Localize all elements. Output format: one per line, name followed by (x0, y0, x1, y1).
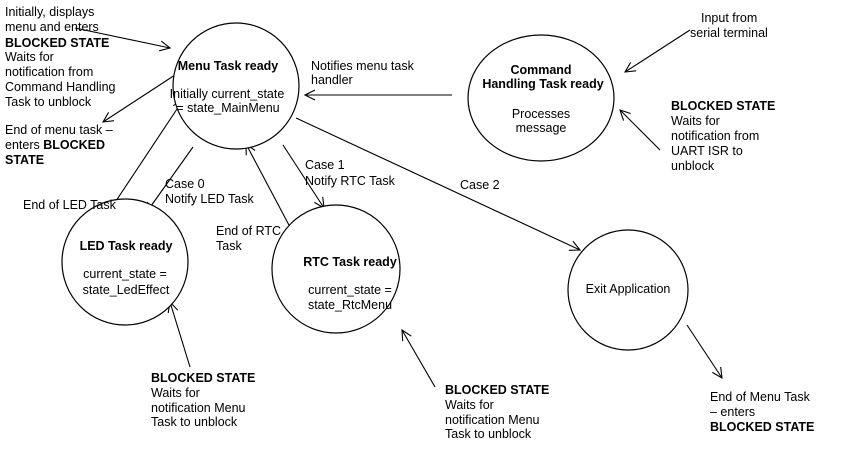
svg-text:BLOCKED STATE: BLOCKED STATE (151, 371, 255, 385)
node-menu-task: Menu Task ready Initially current_state … (170, 22, 300, 150)
edge-exit-to-end (686, 324, 722, 378)
svg-text:notification Menu: notification Menu (445, 413, 540, 427)
edge-rtc-to-menu (246, 144, 291, 228)
svg-text:Notifies menu task: Notifies menu task (311, 59, 415, 73)
svg-text:BLOCKED STATE: BLOCKED STATE (710, 420, 814, 434)
svg-text:UART ISR to: UART ISR to (671, 144, 743, 158)
svg-text:BLOCKED STATE: BLOCKED STATE (5, 36, 109, 50)
svg-text:End of Menu Task: End of Menu Task (710, 390, 811, 404)
svg-text:Command Handling: Command Handling (5, 80, 116, 94)
node-text-line: Initially current_state (170, 87, 285, 101)
svg-text:Waits for: Waits for (671, 114, 720, 128)
annotation-led-blocked: BLOCKED STATE Waits for notification Men… (151, 371, 255, 429)
svg-text:notification from: notification from (671, 129, 759, 143)
node-title: Command (510, 63, 571, 77)
annotation-exit-end: End of Menu Task – enters BLOCKED STATE (710, 390, 814, 434)
svg-text:Notify RTC Task: Notify RTC Task (305, 174, 396, 188)
node-text-line: current_state = (83, 267, 167, 281)
edge-menu-to-led (146, 146, 194, 213)
svg-text:Case 0: Case 0 (165, 177, 205, 191)
svg-text:menu and enters: menu and enters (5, 20, 99, 34)
node-led-task: LED Task ready current_state = state_Led… (61, 198, 189, 326)
svg-text:Task to unblock: Task to unblock (5, 95, 92, 109)
node-text-line: Processes (512, 107, 570, 121)
svg-text:Task to unblock: Task to unblock (151, 415, 238, 429)
edge-init-to-menu (74, 27, 170, 48)
annotation-case1: Case 1 Notify RTC Task (305, 158, 396, 188)
svg-text:BLOCKED STATE: BLOCKED STATE (671, 99, 775, 113)
node-text-line: state_RtcMenu (308, 298, 392, 312)
node-text-line: current_state = (308, 283, 392, 297)
svg-text:– enters: – enters (710, 405, 755, 419)
svg-text:Input from: Input from (701, 11, 757, 25)
svg-text:unblock: unblock (671, 159, 715, 173)
annotation-end-rtc: End of RTC Task (216, 224, 281, 253)
node-title: Menu Task ready (178, 59, 279, 73)
svg-text:BLOCKED STATE: BLOCKED STATE (445, 383, 549, 397)
svg-text:Task to unblock: Task to unblock (445, 427, 532, 441)
annotation-menu-end: End of menu task – enters BLOCKED STATE (5, 123, 113, 167)
node-title: Handling Task ready (482, 77, 603, 91)
svg-text:STATE: STATE (5, 153, 44, 167)
annotation-command-blocked: BLOCKED STATE Waits for notification fro… (671, 99, 775, 173)
svg-text:notification Menu: notification Menu (151, 401, 246, 415)
node-rtc-task: RTC Task ready current_state = state_Rtc… (271, 204, 401, 334)
annotation-menu-initial: Initially, displays menu and enters BLOC… (5, 5, 116, 109)
node-text-line: = state_MainMenu (176, 101, 279, 115)
edge-menu-to-rtc (282, 144, 324, 208)
edge-menu-to-end (103, 74, 176, 122)
edge-blocked-to-led (170, 302, 191, 368)
node-text-line: state_LedEffect (83, 283, 170, 297)
svg-text:handler: handler (311, 73, 353, 87)
edge-menu-to-exit (295, 117, 580, 250)
node-text-line: message (516, 121, 567, 135)
edge-blocked-to-rtc (402, 330, 436, 388)
node-command-handling-task: Command Handling Task ready Processes me… (467, 34, 615, 162)
node-title: LED Task ready (80, 239, 173, 253)
annotation-rtc-blocked: BLOCKED STATE Waits for notification Men… (445, 383, 549, 441)
node-exit-application: Exit Application (567, 229, 689, 351)
annotation-case0: Case 0 Notify LED Task (165, 177, 254, 206)
svg-text:Initially, displays: Initially, displays (5, 5, 94, 19)
svg-text:Notify LED Task: Notify LED Task (165, 192, 254, 206)
svg-text:notification from: notification from (5, 65, 93, 79)
edge-input-to-command (625, 29, 691, 72)
edge-blocked-to-command (620, 110, 661, 151)
svg-text:enters BLOCKED: enters BLOCKED (5, 138, 105, 152)
annotation-input: Input from serial terminal (690, 11, 768, 40)
annotation-case2: Case 2 (460, 178, 500, 192)
node-title: RTC Task ready (303, 255, 397, 269)
svg-text:Case 1: Case 1 (305, 158, 345, 172)
svg-text:Waits for: Waits for (5, 50, 54, 64)
svg-text:Waits for: Waits for (445, 398, 494, 412)
svg-text:serial terminal: serial terminal (690, 26, 768, 40)
svg-text:End of RTC: End of RTC (216, 224, 281, 238)
annotation-notifies: Notifies menu task handler (311, 59, 415, 87)
svg-text:End of menu task –: End of menu task – (5, 123, 113, 137)
node-title: Exit Application (586, 282, 671, 296)
annotation-end-led: End of LED Task (23, 198, 117, 212)
svg-text:Waits for: Waits for (151, 386, 200, 400)
svg-text:Task: Task (216, 239, 242, 253)
